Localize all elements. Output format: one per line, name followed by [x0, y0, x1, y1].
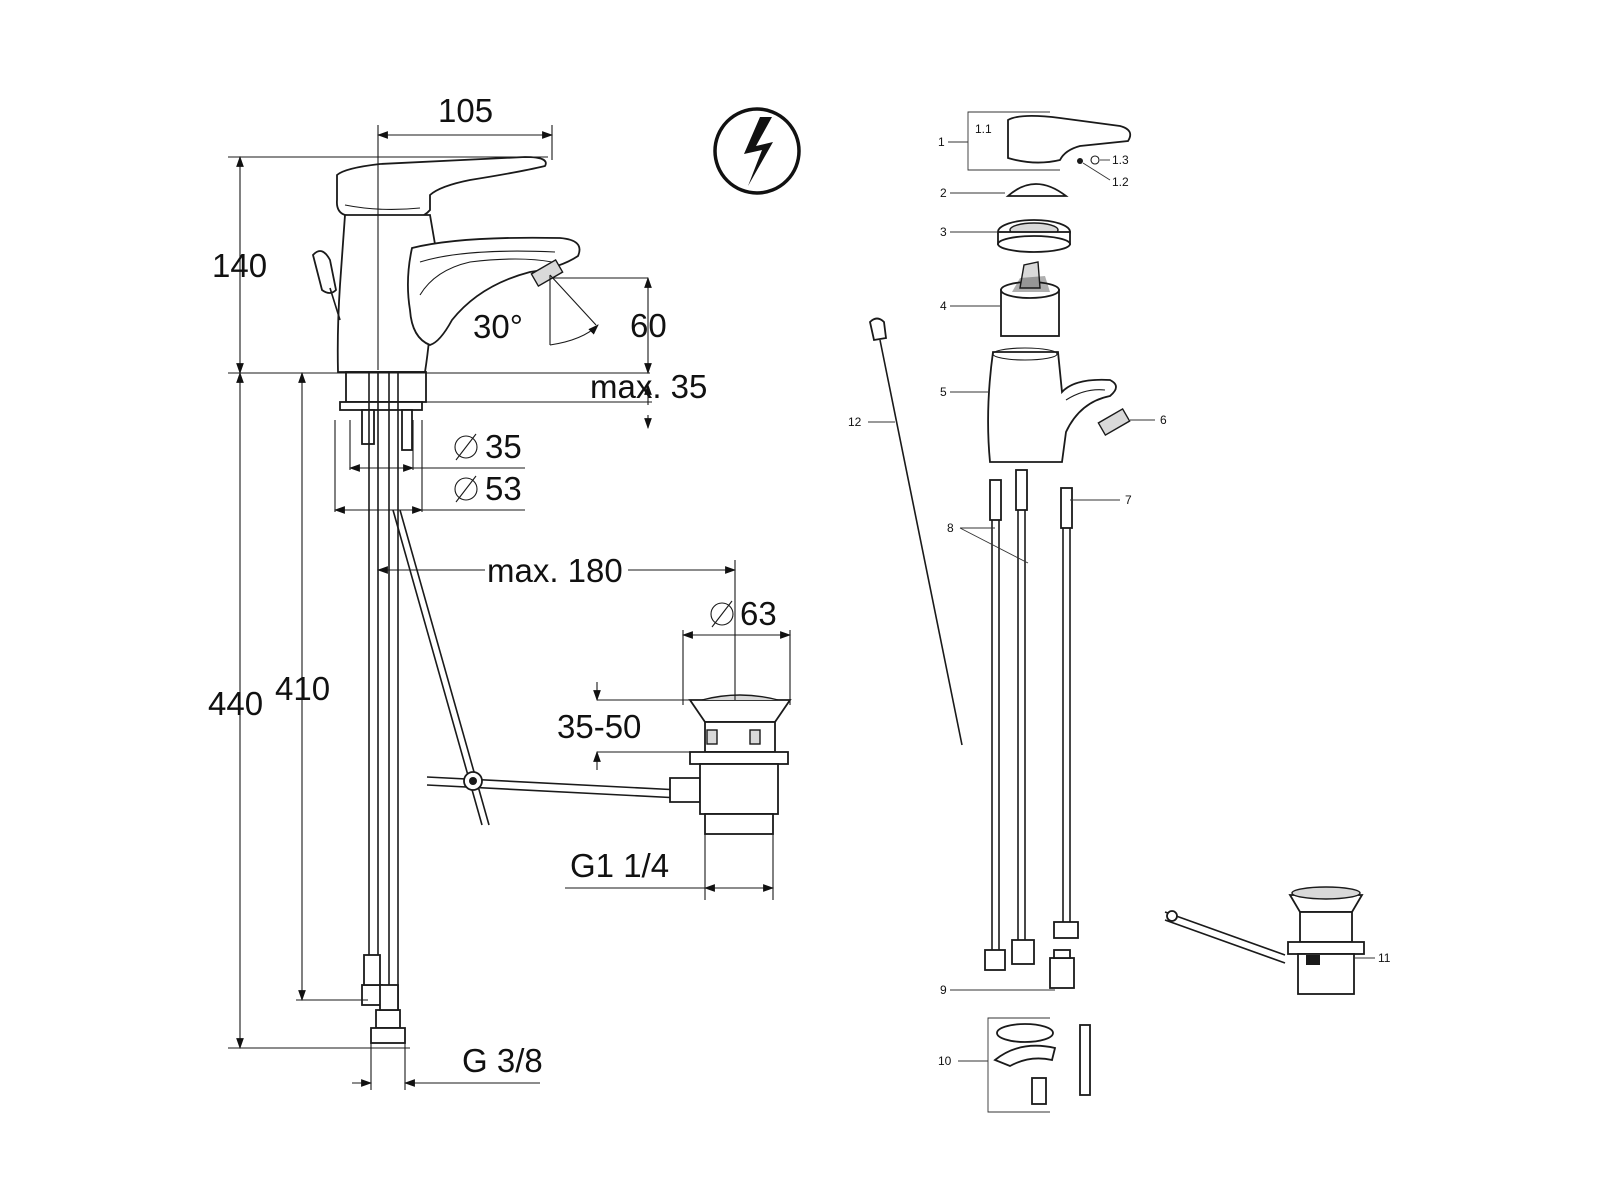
popup-knob	[312, 250, 337, 294]
label-part-1-2: 1.2	[1112, 175, 1129, 189]
part-fixing-ring	[996, 1023, 1054, 1043]
dim-width-105: 105	[438, 92, 493, 129]
dim-drain-range: 35-50	[557, 708, 641, 745]
dim-dia-53: 53	[485, 470, 522, 507]
part-cartridge	[1000, 261, 1060, 337]
label-part-10: 10	[938, 1054, 952, 1068]
faucet-spout	[407, 236, 581, 346]
label-part-7: 7	[1125, 493, 1132, 507]
label-part-3: 3	[940, 225, 947, 239]
exploded-view: 1 1.1 1.3 1.2 2 3 4	[848, 111, 1391, 1113]
dimensions: 105 140 440 410 60 30° max. 35	[208, 92, 792, 1090]
label-part-4: 4	[940, 299, 947, 313]
faucet-lever	[336, 156, 547, 223]
label-part-1-3: 1.3	[1112, 153, 1129, 167]
diameter-icon	[710, 600, 734, 628]
label-part-6: 6	[1160, 413, 1167, 427]
part-nut	[1031, 1077, 1047, 1105]
faucet-side-view	[312, 156, 581, 1044]
label-part-8: 8	[947, 521, 954, 535]
dim-dia-63: 63	[740, 595, 777, 632]
diameter-icon	[454, 433, 478, 461]
dim-height-140: 140	[212, 247, 267, 284]
part-cap	[1005, 183, 1069, 197]
dim-spout-60: 60	[630, 307, 667, 344]
base-flange	[345, 371, 427, 403]
fixing-stud	[401, 409, 413, 451]
dim-angle-30: 30°	[473, 308, 523, 345]
lightning-bolt-icon	[713, 107, 801, 195]
part-popup-knob	[869, 317, 888, 342]
part-drain	[1164, 886, 1365, 995]
part-body	[987, 351, 1117, 463]
label-part-12: 12	[848, 415, 862, 429]
waste-drain	[426, 694, 792, 835]
supply-hoses	[361, 372, 406, 1044]
part-hoses	[984, 469, 1079, 989]
drain-flange	[688, 699, 792, 723]
dim-hose-thread: G 3/8	[462, 1042, 543, 1079]
dim-max-180: max. 180	[487, 552, 623, 589]
part-popup-rod	[879, 339, 963, 746]
diameter-icon	[454, 475, 478, 503]
part-threaded-rod	[1079, 1024, 1091, 1096]
label-part-2: 2	[940, 186, 947, 200]
label-part-9: 9	[940, 983, 947, 997]
popup-rod	[392, 509, 483, 826]
label-part-1-1: 1.1	[975, 122, 992, 136]
dim-drain-thread: G1 1/4	[570, 847, 669, 884]
dim-dia-35: 35	[485, 428, 522, 465]
dim-height-410: 410	[275, 670, 330, 707]
label-part-1: 1	[938, 135, 945, 149]
label-part-5: 5	[940, 385, 947, 399]
dim-height-440: 440	[208, 685, 263, 722]
label-part-11: 11	[1378, 951, 1391, 965]
dim-max-35: max. 35	[590, 368, 707, 405]
part-lever-handle	[1007, 115, 1132, 164]
part-aerator	[1097, 407, 1131, 437]
part-fixing-plate	[993, 1044, 1057, 1067]
